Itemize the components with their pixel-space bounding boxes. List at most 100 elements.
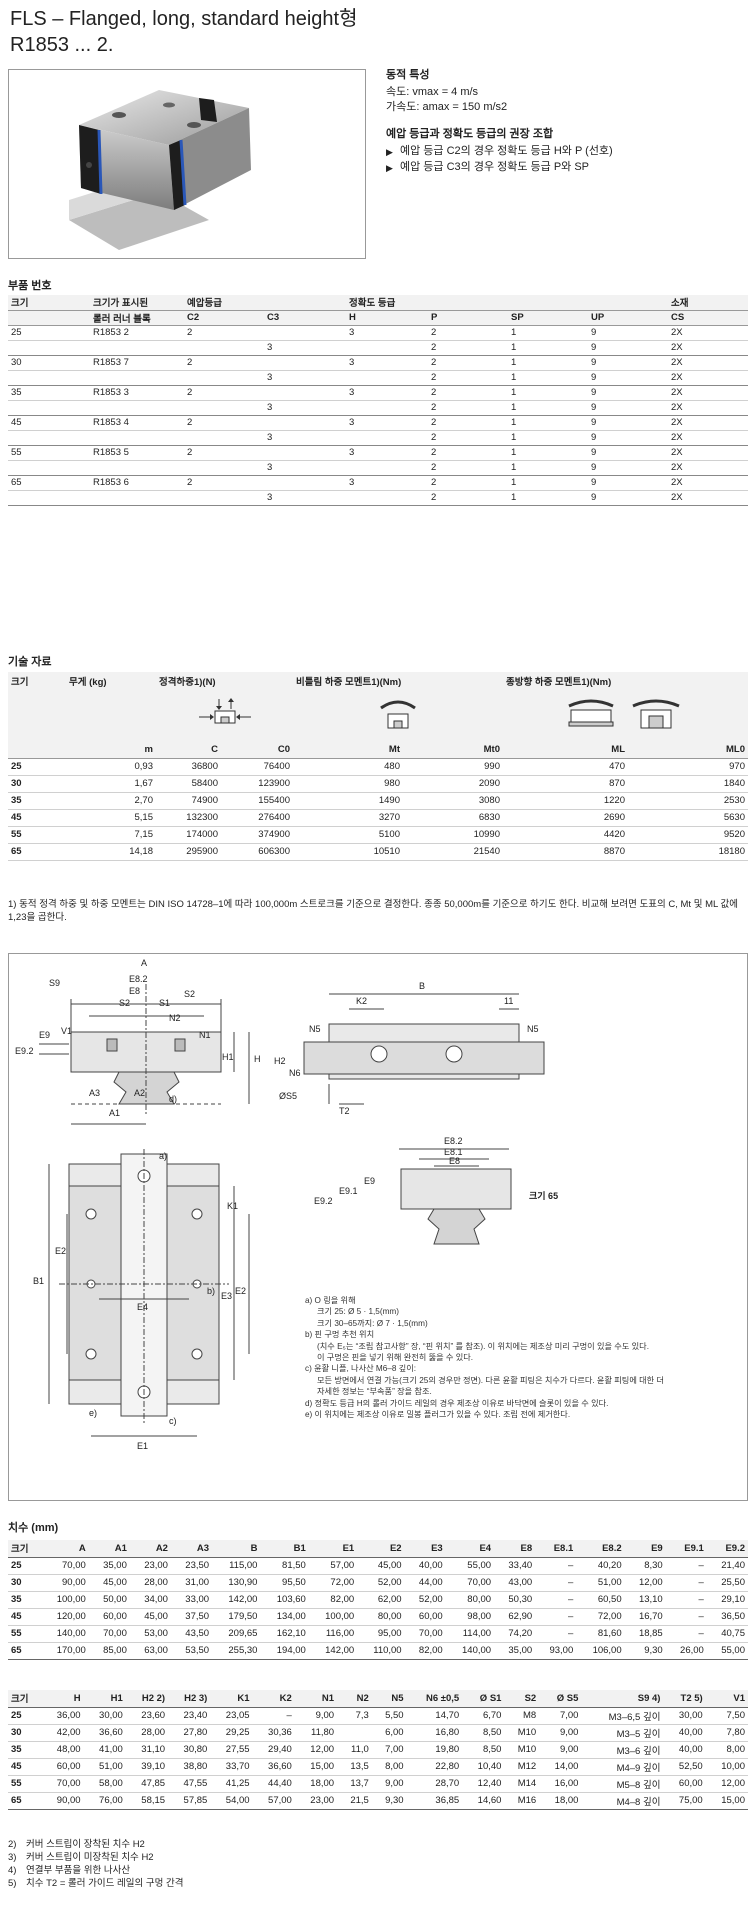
dims-head-cell: Ø S1: [462, 1690, 505, 1708]
parts-cell: 2X: [668, 370, 748, 386]
dims-cell: 162,10: [260, 1625, 309, 1643]
dims-cell: 25: [8, 1707, 42, 1725]
dims-cell: 12,00: [705, 1775, 748, 1793]
dims-cell: 36,00: [41, 1707, 84, 1725]
parts-cell: 9: [588, 370, 668, 386]
svg-text:E1: E1: [137, 1441, 148, 1451]
dims-cell: 82,00: [404, 1642, 446, 1660]
dims-cell: 8,30: [624, 1557, 666, 1575]
svg-text:E9.1: E9.1: [339, 1186, 358, 1196]
footnote-text: 커버 스트립이 장착된 치수 H2: [26, 1839, 145, 1850]
dims-cell: 13,10: [624, 1591, 666, 1609]
dims-cell: 51,00: [83, 1758, 126, 1776]
svg-text:B: B: [419, 981, 425, 991]
tech-cell: 276400: [221, 809, 293, 827]
dims-cell: 27,55: [210, 1741, 253, 1759]
title-line-2: R1853 ... 2.: [10, 34, 114, 56]
dims-heading: 치수 (mm): [8, 1522, 59, 1534]
dynamic-heading: 동적 특성: [386, 69, 430, 81]
dims-cell: –: [665, 1557, 707, 1575]
dims-cell: 45: [8, 1758, 42, 1776]
tech-head-c: C: [156, 741, 221, 759]
longitudinal-moment-icon: [567, 699, 680, 728]
parts-cell: 2: [428, 475, 508, 491]
dims-cell: M3–6 깊이: [581, 1741, 664, 1759]
svg-text:E8.2: E8.2: [444, 1136, 463, 1146]
dims-head-cell: T2 5): [663, 1690, 706, 1708]
dims-cell: 100,00: [40, 1591, 89, 1609]
svg-text:11: 11: [504, 996, 513, 1006]
drawing-notes: a) O 링을 위해 크기 25: Ø 5 · 1,5(mm) 크기 30–65…: [305, 1295, 735, 1420]
dims-cell: M8: [504, 1707, 540, 1725]
dims-head-cell: E1: [308, 1540, 358, 1558]
dims-cell: 7,50: [705, 1707, 748, 1725]
tech-head-size: 크기: [8, 672, 66, 689]
parts-cell: 1: [508, 370, 588, 386]
parts-head-cell: [508, 295, 588, 311]
parts-cell: 1: [508, 460, 588, 476]
svg-text:A: A: [141, 958, 147, 968]
dims-cell: 30: [8, 1574, 41, 1592]
dims-cell: 70,00: [404, 1625, 446, 1643]
parts-cell: R1853 7: [90, 355, 184, 371]
svg-text:E8: E8: [449, 1156, 460, 1166]
tech-cell: 1,67: [66, 775, 156, 793]
dims-head-cell: E8.2: [576, 1540, 625, 1558]
dims-cell: 179,50: [212, 1608, 261, 1626]
tech-footnote: 1) 동적 정격 하중 및 하중 모멘트는 DIN ISO 14728–1에 따…: [8, 899, 739, 923]
tech-cell: 55: [8, 826, 66, 844]
dims-cell: 44,00: [404, 1574, 446, 1592]
dims-cell: 30,00: [83, 1707, 126, 1725]
parts-cell: 2: [428, 325, 508, 341]
tech-cell: 4420: [503, 826, 628, 844]
dims-cell: 130,90: [212, 1574, 261, 1592]
parts-cell: 3: [264, 490, 346, 506]
dims-cell: 93,00: [535, 1642, 577, 1660]
parts-cell: 2: [184, 415, 264, 431]
footnote-number: 4): [8, 1865, 17, 1876]
parts-cell: 2: [428, 460, 508, 476]
parts-cell: 25: [8, 325, 90, 341]
dims-cell: 55: [8, 1775, 42, 1793]
parts-cell: [264, 415, 346, 431]
tech-cell: 18180: [628, 843, 748, 861]
parts-cell: 2: [428, 415, 508, 431]
parts-cell: [264, 475, 346, 491]
dims-cell: 23,40: [168, 1707, 211, 1725]
parts-cell: 65: [8, 475, 90, 491]
svg-text:N6: N6: [289, 1068, 301, 1078]
dims-cell: 36,60: [252, 1758, 295, 1776]
parts-cell: 2: [184, 325, 264, 341]
dims-cell: 53,00: [129, 1625, 171, 1643]
dims-head-cell: B: [212, 1540, 261, 1558]
dims-cell: 140,00: [445, 1642, 495, 1660]
dims-cell: 9,30: [624, 1642, 666, 1660]
dims-cell: 194,00: [260, 1642, 309, 1660]
dims-head-cell: A3: [170, 1540, 213, 1558]
dims-cell: 10,00: [705, 1758, 748, 1776]
dims-head-cell: A2: [129, 1540, 171, 1558]
svg-text:크기 65: 크기 65: [529, 1190, 558, 1201]
note-e: e) 이 위치에는 제조상 이유로 밀봉 플러그가 있을 수 있다. 조립 전에…: [305, 1410, 571, 1420]
tech-cell: 3080: [403, 792, 503, 810]
note-b: b) 핀 구멍 추천 위치: [305, 1330, 375, 1340]
dims-cell: 7,80: [705, 1724, 748, 1742]
page-title: FLS – Flanged, long, standard height형 R1…: [10, 6, 358, 58]
dims-head-cell: H2 2): [125, 1690, 169, 1708]
parts-cell: 3: [264, 460, 346, 476]
note-a-size30: 크기 30–65까지: Ø 7 · 1,5(mm): [317, 1318, 428, 1328]
dims-cell: 8,50: [462, 1724, 505, 1742]
dims-cell: 57,00: [252, 1792, 295, 1810]
parts-cell: 1: [508, 325, 588, 341]
parts-cell: 2X: [668, 340, 748, 356]
dims-cell: 70,00: [445, 1574, 495, 1592]
dims-cell: 36,85: [406, 1792, 463, 1810]
parts-cell: 2: [428, 400, 508, 416]
note-c-1: 모든 방면에서 연결 가능(크기 25의 경우만 정면). 다른 윤활 피팅은 …: [317, 1375, 664, 1385]
